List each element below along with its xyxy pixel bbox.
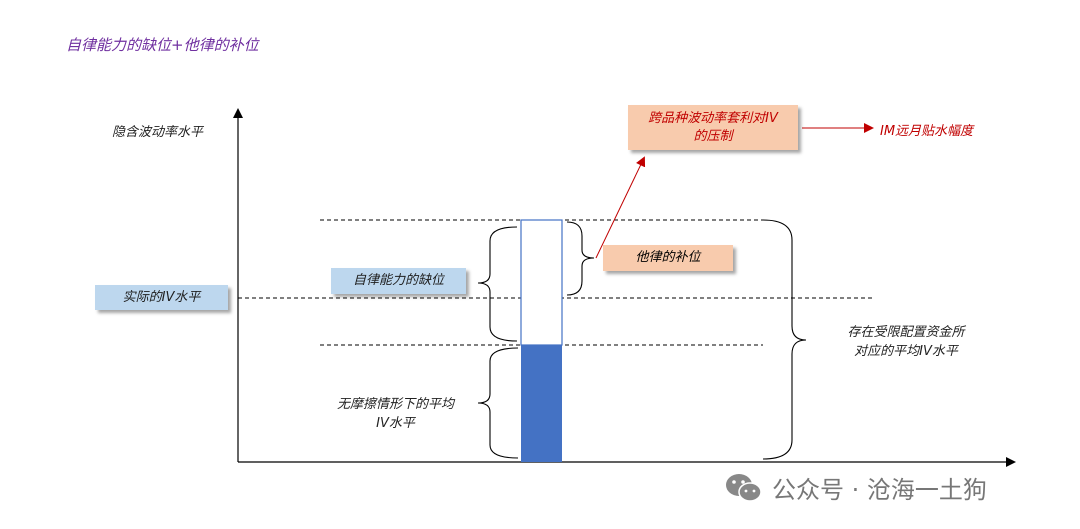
watermark: 公众号 · 沧海一土狗 (724, 470, 987, 505)
im-discount-label: IM远月贴水幅度 (880, 124, 974, 139)
constrained-line-1: 存在受限配置资金所 (847, 325, 965, 340)
watermark-text: 公众号 · 沧海一土狗 (772, 476, 987, 504)
arbitrage-line-1: 跨品种波动率套利对IV (648, 110, 778, 126)
constrained-label: 存在受限配置资金所 对应的平均IV水平 (826, 323, 986, 361)
actual-iv-label: 实际的IV水平 (95, 285, 228, 310)
bar-gap-segment (520, 219, 563, 346)
self-discipline-gap-label: 自律能力的缺位 (331, 268, 466, 294)
arbitrage-suppression-box: 跨品种波动率套利对IV 的压制 (628, 105, 798, 150)
wechat-icon (726, 473, 762, 502)
bar-frictionless-segment (521, 345, 562, 462)
arrow-to-arbitrage (595, 156, 646, 259)
frictionless-line-1: 无摩擦情形下的平均 (336, 397, 454, 412)
frictionless-label: 无摩擦情形下的平均 IV水平 (318, 395, 473, 433)
brace-constrained (762, 219, 807, 460)
brace-frictionless (477, 347, 519, 459)
brace-self-discipline-gap (477, 226, 518, 342)
external-supplement-label: 他律的补位 (603, 245, 733, 271)
constrained-line-2: 对应的平均IV水平 (854, 344, 958, 359)
diagram-title: 自律能力的缺位+他律的补位 (66, 36, 259, 54)
brace-external-supplement (566, 221, 595, 296)
y-axis-label: 隐含波动率水平 (112, 125, 204, 140)
frictionless-line-2: IV水平 (376, 416, 415, 431)
arbitrage-line-2: 的压制 (693, 128, 733, 144)
